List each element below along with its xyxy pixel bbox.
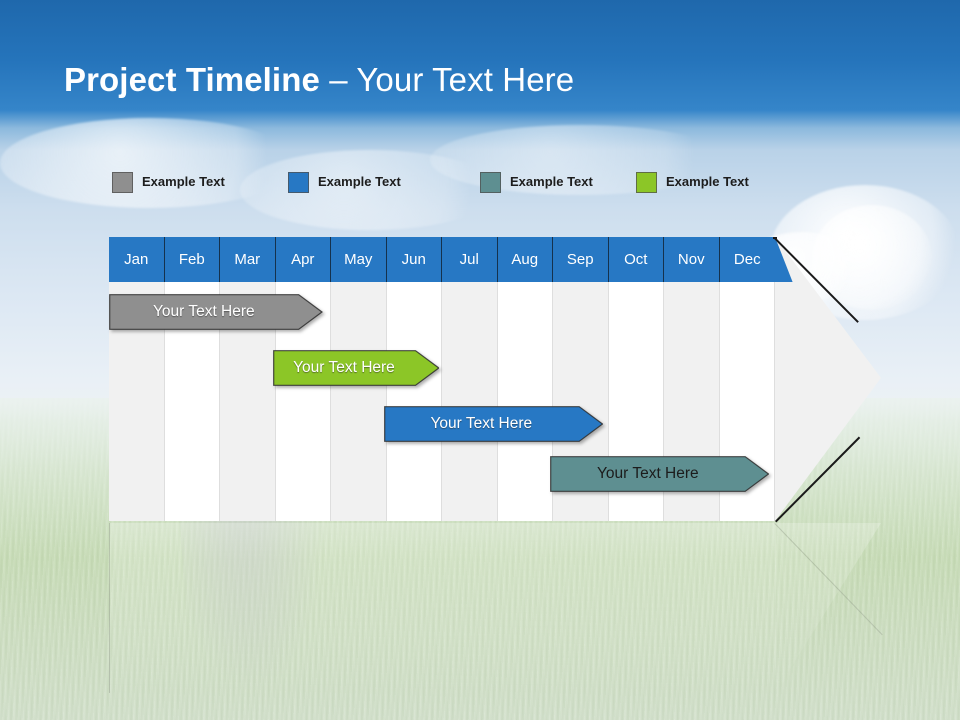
task-bar-shape [550,456,770,492]
cloud-icon [240,150,500,230]
legend-item-label: Example Text [510,174,593,189]
month-header-jan[interactable]: Jan [109,237,165,282]
legend-item-label: Example Text [142,174,225,189]
legend-swatch-blue [288,172,309,193]
cloud-icon [0,118,300,208]
page-title-strong: Project Timeline [64,61,320,98]
task-bar-2[interactable]: Your Text Here [272,350,440,386]
month-column-feb [164,237,220,521]
month-header-may[interactable]: May [331,237,387,282]
legend-swatch-gray [112,172,133,193]
legend-swatch-teal [480,172,501,193]
task-bar-shape [383,406,603,442]
month-column-jan [109,237,165,521]
arrow-head-corner [773,237,777,239]
month-column-jul [442,237,498,521]
month-column-aug [497,237,553,521]
month-header-apr[interactable]: Apr [275,237,331,282]
legend-item-label: Example Text [318,174,401,189]
page-title-light: Your Text Here [356,61,575,98]
task-bar-fill [272,350,440,386]
month-header-feb[interactable]: Feb [164,237,220,282]
legend-swatch-green [636,172,657,193]
task-bar-label: Your Text Here [152,303,255,320]
page-title-separator: – [319,61,357,98]
task-bar-fill [383,406,603,442]
task-bar-shape [109,294,323,330]
task-bar-shape [272,350,440,386]
month-header-oct[interactable]: Oct [608,237,664,282]
timeline-arrow-head [773,237,881,523]
month-header-dec[interactable]: Dec [719,237,775,282]
task-bar-label: Your Text Here [596,465,699,482]
task-bar-3[interactable]: Your Text Here [383,406,603,442]
task-bar-label: Your Text Here [430,415,533,432]
task-bar-1[interactable]: Your Text Here [109,294,323,330]
task-bar-label: Your Text Here [293,359,395,376]
page-title: Project Timeline – Your Text Here [64,58,574,102]
month-header-sep[interactable]: Sep [553,237,609,282]
task-bar-fill [109,294,323,330]
month-header-jun[interactable]: Jun [386,237,442,282]
month-header-nov[interactable]: Nov [664,237,720,282]
month-header-mar[interactable]: Mar [220,237,276,282]
month-header-aug[interactable]: Aug [497,237,553,282]
task-bar-fill [550,456,770,492]
month-header-jul[interactable]: Jul [442,237,498,282]
task-bar-4[interactable]: Your Text Here [550,456,770,492]
legend-item-label: Example Text [666,174,749,189]
